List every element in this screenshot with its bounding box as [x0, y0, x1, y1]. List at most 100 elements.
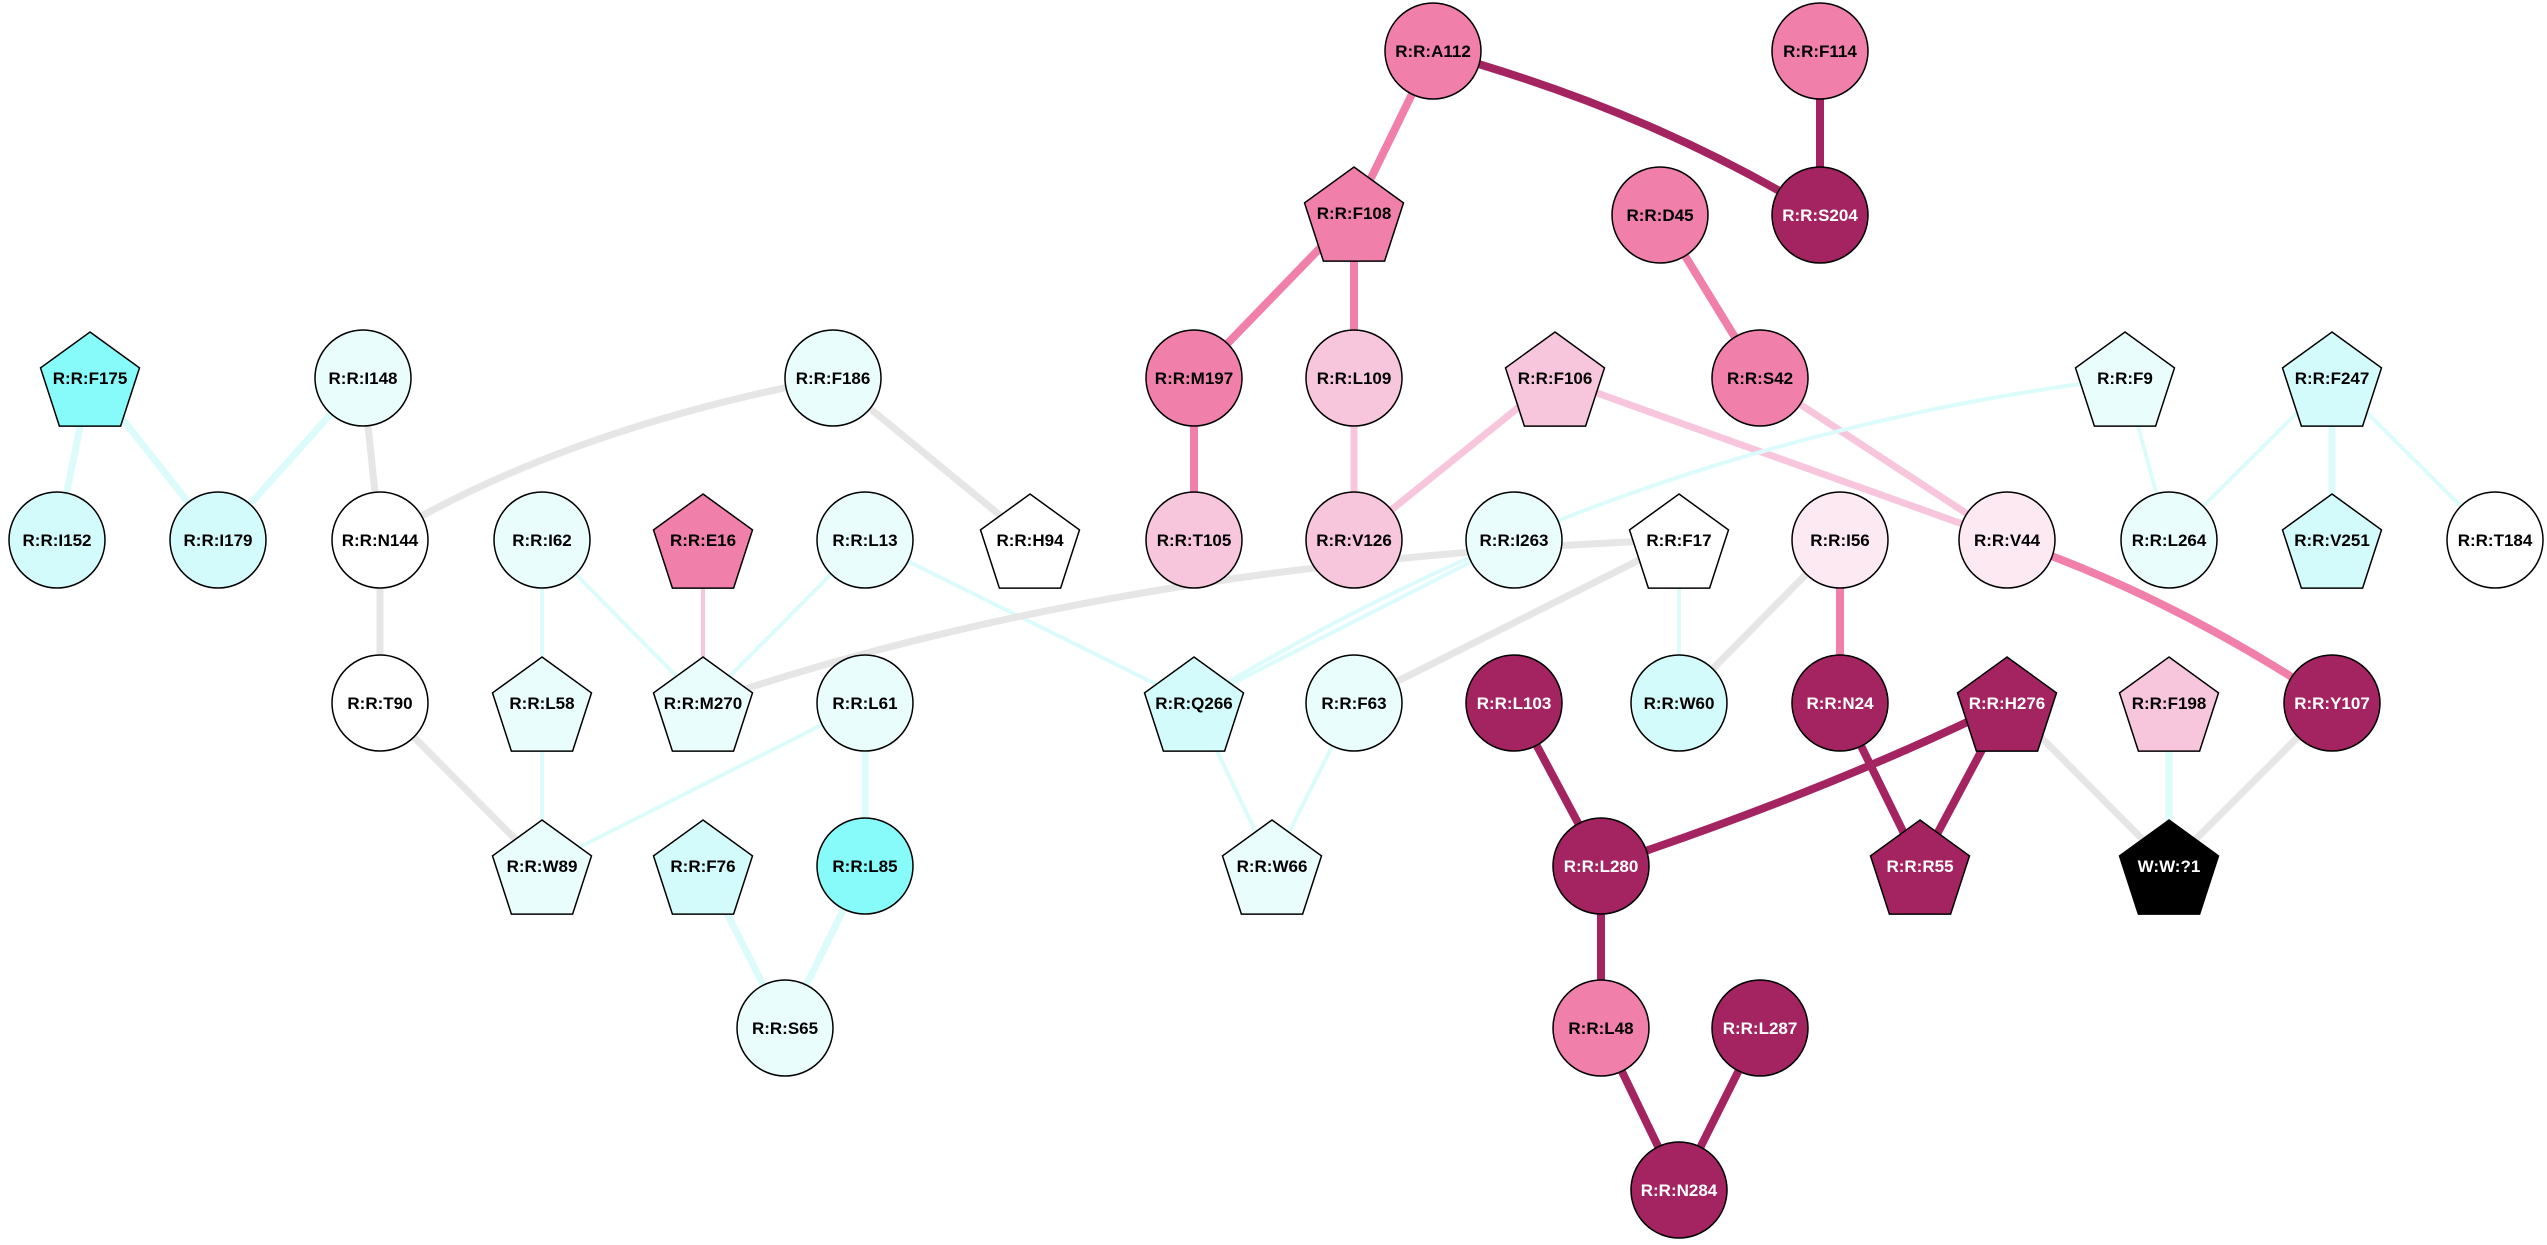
node-circle-shape: [1145, 329, 1243, 427]
edge-l13-q266: [863, 538, 1196, 705]
node-m270[interactable]: R:R:M270: [652, 656, 754, 752]
edges-layer: [53, 47, 2497, 1194]
node-label: R:R:L48: [1568, 1019, 1633, 1038]
node-i56[interactable]: R:R:I56: [1791, 491, 1889, 589]
node-a112[interactable]: R:R:A112: [1384, 2, 1482, 100]
node-n24[interactable]: R:R:N24: [1791, 654, 1889, 752]
node-n144[interactable]: R:R:N144: [331, 491, 429, 589]
node-label: R:R:T90: [347, 694, 412, 713]
node-l103[interactable]: R:R:L103: [1465, 654, 1563, 752]
node-label: R:R:V44: [1974, 531, 2041, 550]
node-label: R:R:M197: [1155, 369, 1233, 388]
node-pentagon-shape: [652, 819, 754, 915]
edge-s42-v44: [1756, 374, 2011, 544]
node-circle-shape: [1305, 329, 1403, 427]
node-i179[interactable]: R:R:I179: [169, 491, 267, 589]
node-label: R:R:S204: [1782, 206, 1858, 225]
node-circle-shape: [1552, 979, 1650, 1077]
node-pentagon-shape: [491, 656, 593, 752]
node-l280[interactable]: R:R:L280: [1552, 817, 1650, 915]
node-label: R:R:V126: [1316, 531, 1392, 550]
node-label: R:R:Q266: [1155, 694, 1232, 713]
node-label: R:R:F108: [1317, 204, 1392, 223]
node-label: R:R:F63: [1321, 694, 1386, 713]
node-l264[interactable]: R:R:L264: [2120, 491, 2218, 589]
node-label: R:R:F175: [53, 369, 128, 388]
node-f198[interactable]: R:R:F198: [2118, 656, 2220, 752]
node-label: R:R:L264: [2132, 531, 2207, 550]
node-f108[interactable]: R:R:F108: [1303, 166, 1405, 262]
node-circle-shape: [1630, 654, 1728, 752]
node-n284[interactable]: R:R:N284: [1630, 1141, 1728, 1239]
node-label: R:R:T184: [2458, 531, 2533, 550]
node-h276[interactable]: R:R:H276: [1956, 656, 2058, 752]
node-h94[interactable]: R:R:H94: [979, 493, 1081, 589]
node-circle-shape: [1465, 654, 1563, 752]
node-label: R:R:L13: [832, 531, 897, 550]
node-m197[interactable]: R:R:M197: [1145, 329, 1243, 427]
node-f9[interactable]: R:R:F9: [2074, 331, 2176, 427]
node-s65[interactable]: R:R:S65: [736, 979, 834, 1077]
node-label: R:R:L85: [832, 857, 897, 876]
node-w1[interactable]: W:W:?1: [2118, 819, 2220, 915]
node-circle-shape: [1611, 166, 1709, 264]
node-i148[interactable]: R:R:I148: [314, 329, 412, 427]
node-circle-shape: [1384, 2, 1482, 100]
node-v126[interactable]: R:R:V126: [1305, 491, 1403, 589]
node-f186[interactable]: R:R:F186: [784, 329, 882, 427]
node-label: R:R:L109: [1317, 369, 1392, 388]
node-f175[interactable]: R:R:F175: [39, 331, 141, 427]
node-circle-shape: [331, 491, 429, 589]
node-t90[interactable]: R:R:T90: [331, 654, 429, 752]
node-label: R:R:L61: [832, 694, 897, 713]
node-w60[interactable]: R:R:W60: [1630, 654, 1728, 752]
node-s42[interactable]: R:R:S42: [1711, 329, 1809, 427]
node-circle-shape: [816, 491, 914, 589]
node-label: R:R:L103: [1477, 694, 1552, 713]
node-y107[interactable]: R:R:Y107: [2283, 654, 2381, 752]
node-l85[interactable]: R:R:L85: [816, 817, 914, 915]
node-f76[interactable]: R:R:F76: [652, 819, 754, 915]
node-r55[interactable]: R:R:R55: [1869, 819, 1971, 915]
node-i152[interactable]: R:R:I152: [8, 491, 106, 589]
node-f106[interactable]: R:R:F106: [1504, 331, 1606, 427]
node-v44[interactable]: R:R:V44: [1958, 491, 2056, 589]
node-l48[interactable]: R:R:L48: [1552, 979, 1650, 1077]
node-l13[interactable]: R:R:L13: [816, 491, 914, 589]
node-pentagon-shape: [2118, 656, 2220, 752]
node-label: R:R:W66: [1237, 857, 1308, 876]
node-d45[interactable]: R:R:D45: [1611, 166, 1709, 264]
node-l109[interactable]: R:R:L109: [1305, 329, 1403, 427]
node-circle-shape: [1145, 491, 1243, 589]
node-f114[interactable]: R:R:F114: [1771, 2, 1869, 100]
edge-f9-q266: [1192, 376, 2127, 705]
node-i62[interactable]: R:R:I62: [493, 491, 591, 589]
node-f63[interactable]: R:R:F63: [1305, 654, 1403, 752]
node-f247[interactable]: R:R:F247: [2281, 331, 2383, 427]
node-w66[interactable]: R:R:W66: [1221, 819, 1323, 915]
node-l58[interactable]: R:R:L58: [491, 656, 593, 752]
node-v251[interactable]: R:R:V251: [2281, 493, 2383, 589]
node-label: R:R:L287: [1723, 1019, 1798, 1038]
node-circle-shape: [1305, 491, 1403, 589]
node-l61[interactable]: R:R:L61: [816, 654, 914, 752]
node-s204[interactable]: R:R:S204: [1771, 166, 1869, 264]
node-pentagon-shape: [39, 331, 141, 427]
node-t105[interactable]: R:R:T105: [1145, 491, 1243, 589]
node-circle-shape: [169, 491, 267, 589]
node-e16[interactable]: R:R:E16: [652, 493, 754, 589]
node-label: R:R:N24: [1806, 694, 1874, 713]
node-label: R:R:V251: [2294, 531, 2370, 550]
node-circle-shape: [2283, 654, 2381, 752]
node-i263[interactable]: R:R:I263: [1465, 491, 1563, 589]
edge-f106-v44: [1551, 374, 2011, 544]
node-pentagon-shape: [1143, 656, 1245, 752]
node-label: R:R:I179: [184, 531, 253, 550]
node-f17[interactable]: R:R:F17: [1628, 493, 1730, 589]
node-w89[interactable]: R:R:W89: [491, 819, 593, 915]
node-q266[interactable]: R:R:Q266: [1143, 656, 1245, 752]
node-t184[interactable]: R:R:T184: [2446, 491, 2544, 589]
node-label: R:R:I62: [512, 531, 572, 550]
node-l287[interactable]: R:R:L287: [1711, 979, 1809, 1077]
